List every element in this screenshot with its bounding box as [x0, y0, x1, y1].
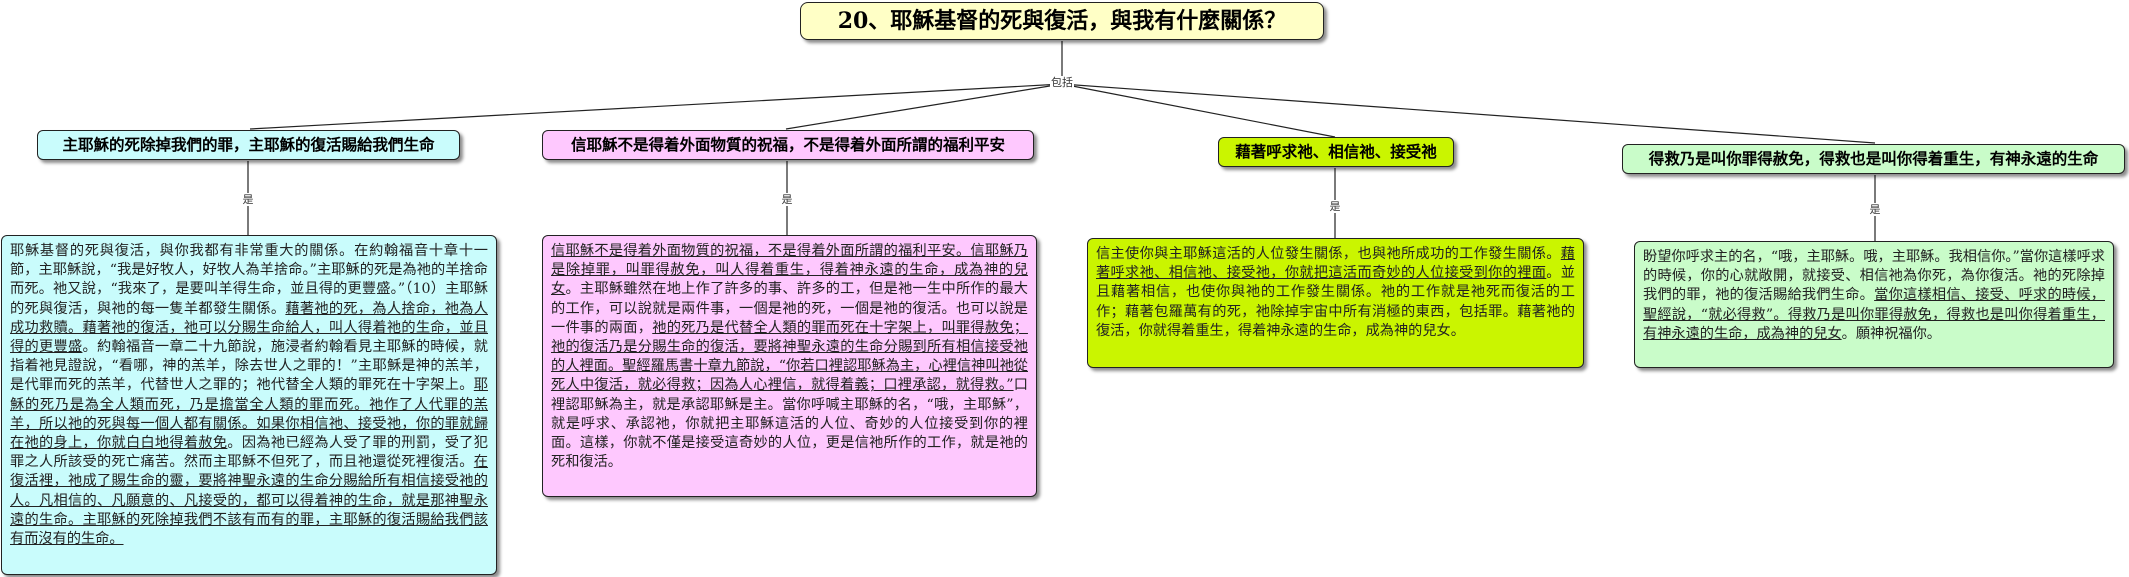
underlined-text-segment: 藉著呼求祂、相信祂、接受祂，你就把這活而奇妙的人位接受到你的裡面	[1096, 246, 1575, 282]
branch-topic-2[interactable]: 信耶穌不是得着外面物質的祝福，不是得着外面所謂的福利平安	[542, 130, 1034, 160]
leaf-note-3[interactable]: 信主使你與主耶穌這活的人位發生關係，也與祂所成功的工作發生關係。藉著呼求祂、相信…	[1087, 238, 1584, 368]
text-segment: 信主使你與主耶穌這活的人位發生關係，也與祂所成功的工作發生關係。	[1096, 246, 1561, 262]
underlined-text-segment: 在復活裡，祂成了賜生命的靈，要將神聖永遠的生命分賜給所有相信接受祂的人。凡相信的…	[10, 454, 488, 548]
underlined-text-segment: 信耶穌不是得着外面物質的祝福，不是得着外面所謂的福利平安。信耶穌乃是除掉罪，叫罪…	[551, 243, 1028, 298]
link-branch-2	[785, 83, 1063, 130]
root-link-label: 包括	[1050, 76, 1074, 89]
leaf-note-1[interactable]: 耶穌基督的死與復活，與你我都有非常重大的關係。在約翰福音十章十一節，主耶穌說，“…	[1, 235, 497, 575]
text-segment: 。因為祂已經為人受了罪的刑罰，受了犯罪之人所該受的死亡痛苦。然而主耶穌不但死了，…	[10, 435, 488, 471]
branch-topic-3[interactable]: 藉著呼求祂、相信祂、接受祂	[1218, 137, 1454, 167]
leaf-note-2[interactable]: 信耶穌不是得着外面物質的祝福，不是得着外面所謂的福利平安。信耶穌乃是除掉罪，叫罪…	[542, 235, 1037, 497]
link-branch-3	[1061, 83, 1336, 138]
link-branch-1	[249, 83, 1063, 130]
text-segment: 耶穌基督的死與復活，與你我都有非常重大的關係。在約翰福音十章十一節，主耶穌說，“…	[10, 243, 488, 317]
underlined-text-segment: 耶穌的死乃是為全人類而死，乃是擔當全人類的罪而死。祂作了人代罪的羔羊，所以祂的死…	[10, 377, 488, 452]
text-segment: 。主耶穌雖然在地上作了許多的事、許多的工，但是祂一生中所作的最大的工作，可以說就…	[551, 281, 1028, 336]
branch-4-link-label: 是	[1868, 203, 1882, 216]
branch-topic-4[interactable]: 得救乃是叫你罪得赦免，得救也是叫你得着重生，有神永遠的生命	[1622, 144, 2125, 174]
text-segment: 。約翰福音一章二十九節說，施浸者約翰看見主耶穌的時候，就指着祂見證說，“看哪，神…	[10, 339, 488, 394]
branch-1-link-label: 是	[241, 193, 255, 206]
text-segment: 口裡認耶穌為主，就是承認耶穌是主。當你呼喊主耶穌的名，“哦，主耶穌”，就是呼求、…	[551, 377, 1028, 471]
branch-2-link-label: 是	[780, 193, 794, 206]
underlined-text-segment: 當你這樣相信、接受、呼求的時候，聖經說，“就必得救”。得救乃是叫你罪得赦免，得救…	[1643, 287, 2105, 342]
leaf-note-4[interactable]: 盼望你呼求主的名，“哦，主耶穌。哦，主耶穌。我相信你。”當你這樣呼求的時候，你的…	[1634, 241, 2114, 368]
branch-topic-1[interactable]: 主耶穌的死除掉我們的罪，主耶穌的復活賜給我們生命	[37, 130, 460, 160]
text-segment: 。並且藉著相信，也使你與祂的工作發生關係。祂的工作就是祂死而復活的工作；藉著包羅…	[1096, 265, 1575, 339]
branch-3-link-label: 是	[1328, 200, 1342, 213]
text-segment: 。願神祝福你。	[1841, 325, 1941, 342]
underlined-text-segment: 藉著祂的死，為人捨命，祂為人成功救贖。藉著祂的復活，祂可以分賜生命給人，叫人得着…	[10, 300, 488, 356]
link-branch-4	[1061, 83, 1876, 144]
text-segment: 盼望你呼求主的名，“哦，主耶穌。哦，主耶穌。我相信你。”當你這樣呼求的時候，你的…	[1643, 249, 2105, 304]
underlined-text-segment: 祂的死乃是代替全人類的罪而死在十字架上，叫罪得赦免；祂的復活乃是分賜生命的復活，…	[551, 319, 1028, 394]
root-topic[interactable]: 20、耶穌基督的死與復活，與我有什麼關係？	[800, 2, 1324, 40]
